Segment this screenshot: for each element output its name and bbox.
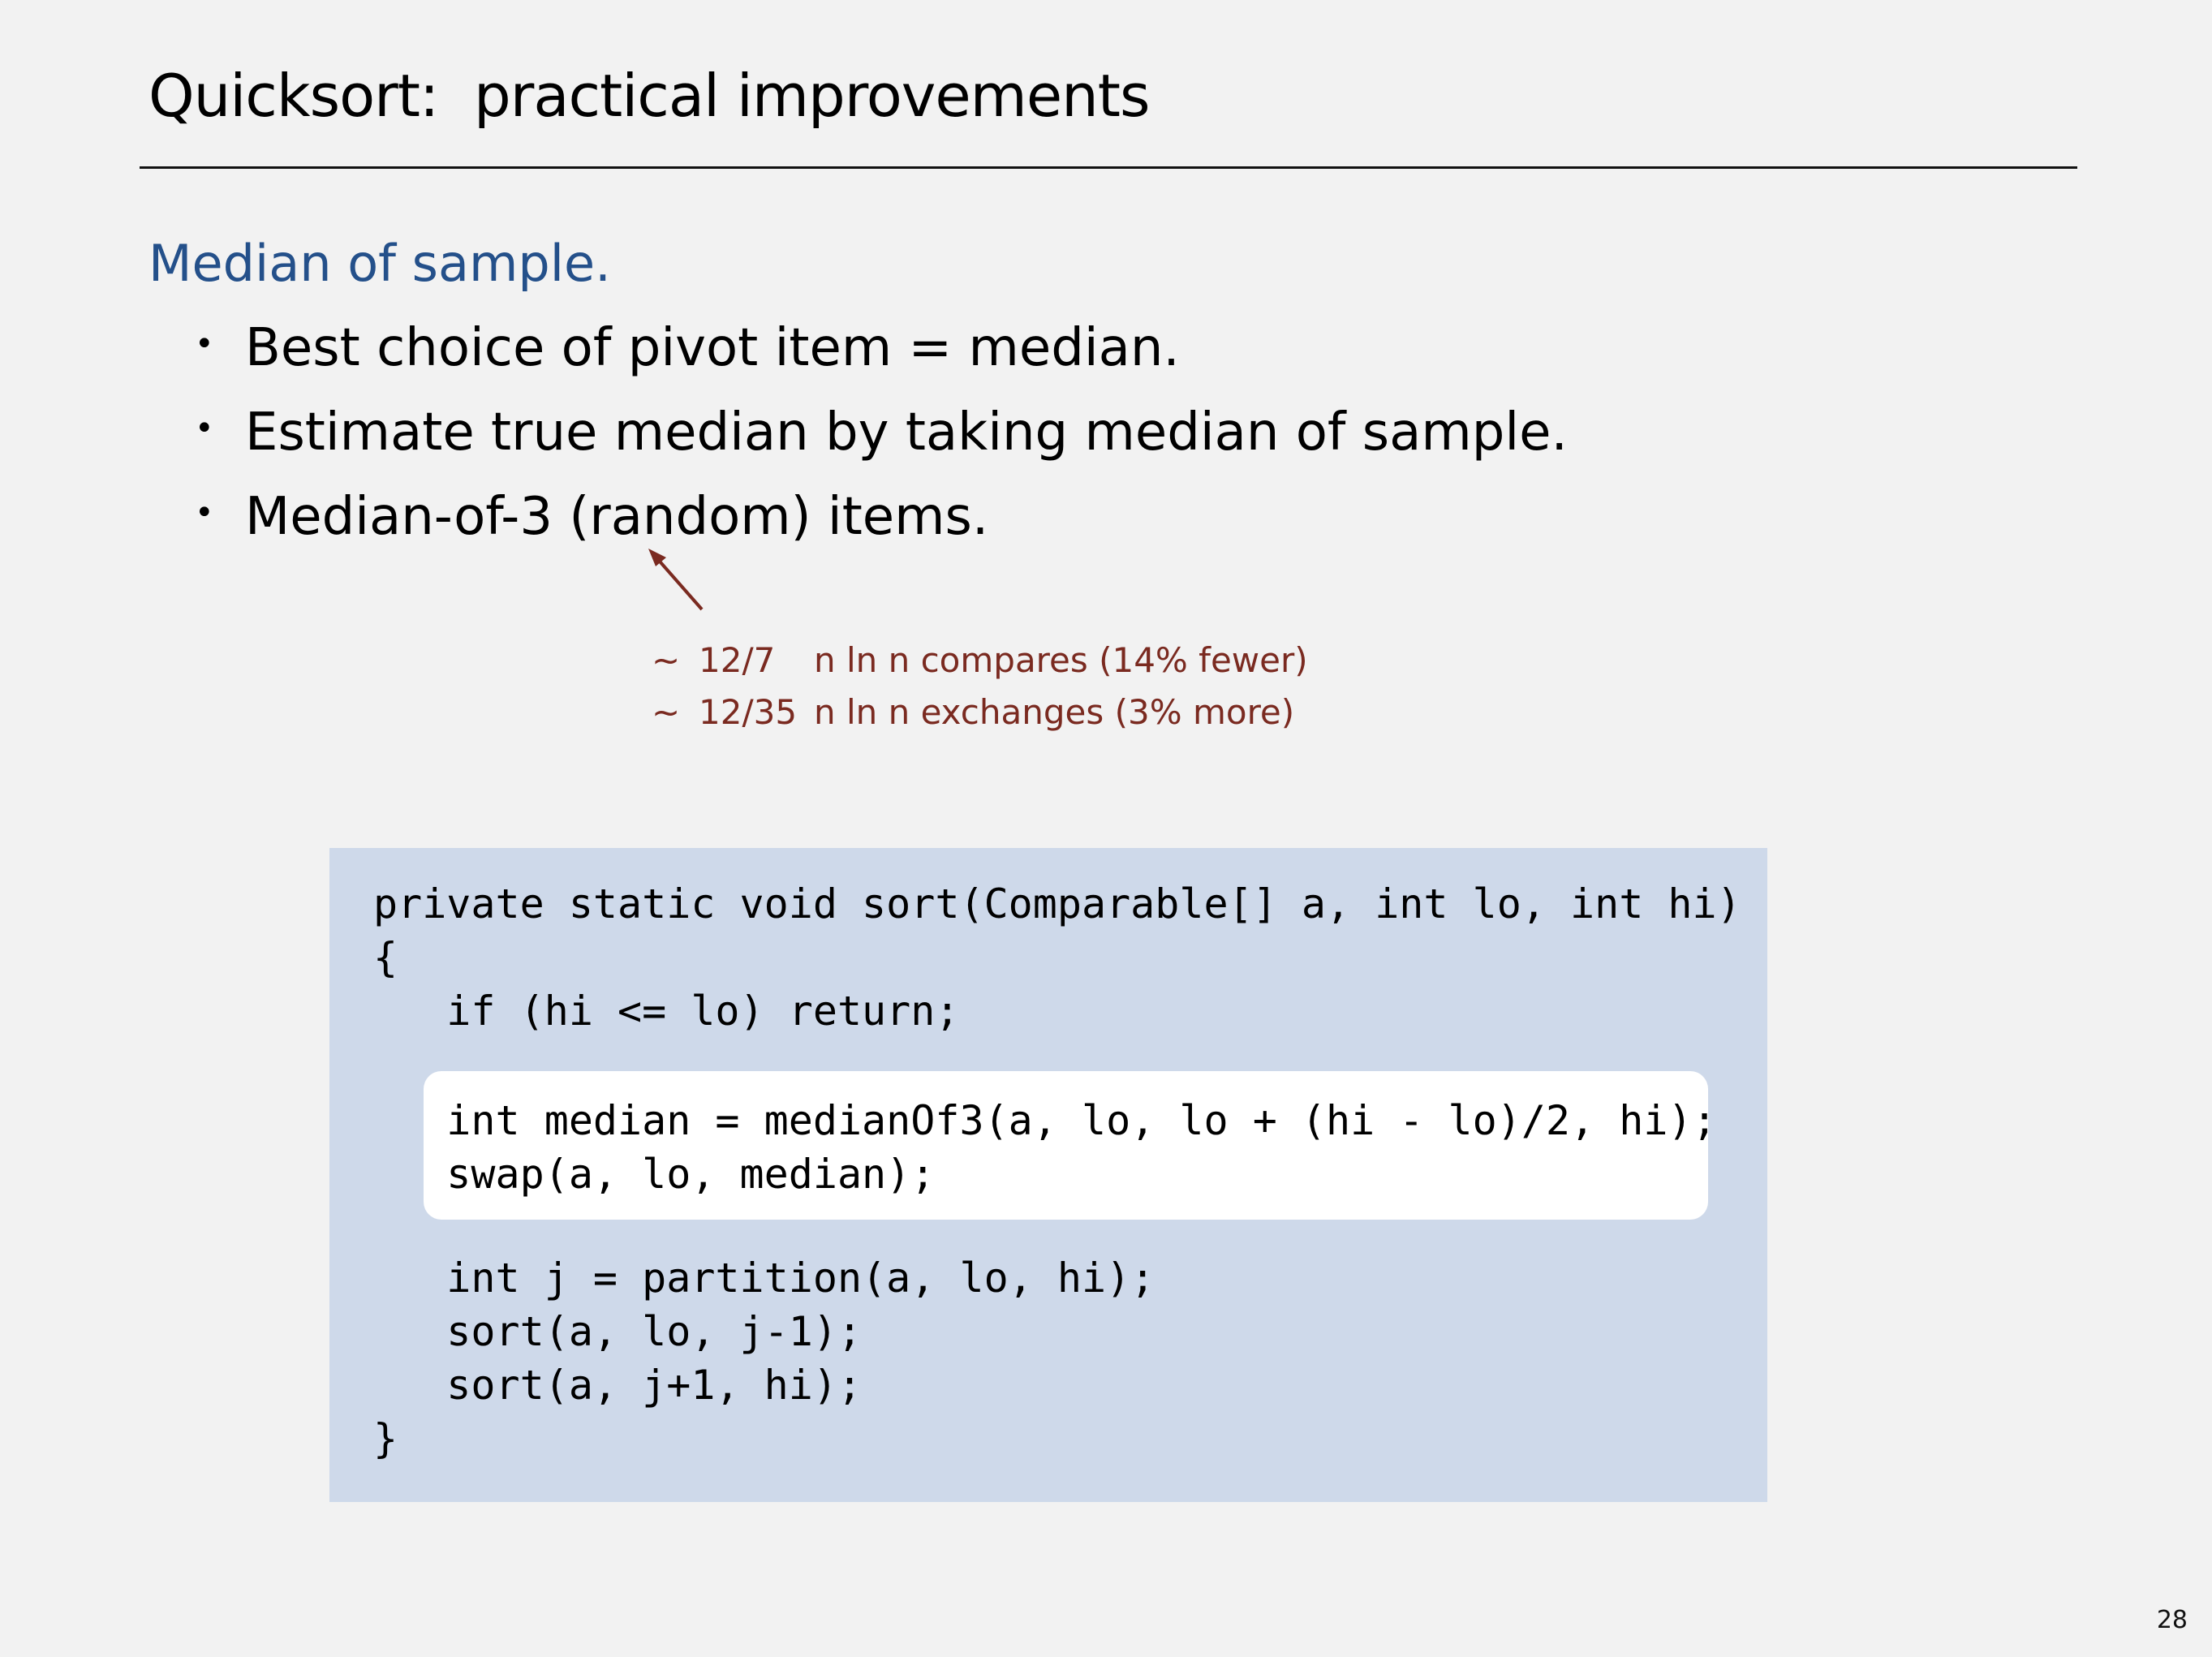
bullet-text: Median-of-3 (random) items.	[245, 487, 989, 547]
code-line: sort(a, j+1, hi);	[373, 1362, 863, 1409]
bullet-marker: •	[195, 410, 214, 448]
bullet-marker: •	[195, 494, 214, 532]
annotation-exchanges: ~12/35 n ln n exchanges (3% more)	[652, 686, 1308, 738]
code-line: int median = medianOf3(a, lo, lo + (hi -…	[373, 1097, 1717, 1144]
code-line: {	[373, 934, 398, 981]
annotation-text: n ln n exchanges (3% more)	[814, 692, 1295, 732]
bullet-item: • Estimate true median by taking median o…	[195, 402, 1568, 463]
code-line: }	[373, 1415, 398, 1462]
cost-annotations: ~12/7 n ln n compares (14% fewer) ~12/35 n…	[652, 635, 1308, 738]
bullet-item: • Best choice of pivot item = median.	[195, 318, 1180, 378]
code-highlight-box	[424, 1071, 1708, 1220]
code-line: private static void sort(Comparable[] a,…	[373, 880, 1741, 927]
annotation-compares: ~12/7 n ln n compares (14% fewer)	[652, 635, 1308, 686]
page-number: 28	[2156, 1606, 2188, 1634]
bullet-text: Estimate true median by taking median of…	[245, 402, 1568, 463]
title-divider	[140, 166, 2077, 169]
arrow-icon	[648, 549, 704, 611]
tilde-symbol: ~	[652, 692, 681, 732]
code-line: if (hi <= lo) return;	[373, 988, 960, 1035]
annotation-text: n ln n compares (14% fewer)	[814, 640, 1308, 680]
bullet-item: • Median-of-3 (random) items.	[195, 487, 988, 547]
bullet-text: Best choice of pivot item = median.	[245, 318, 1180, 378]
code-line: swap(a, lo, median);	[373, 1151, 936, 1198]
bullet-marker: •	[195, 325, 214, 364]
annotation-coefficient: 12/35	[699, 692, 798, 732]
code-line: int j = partition(a, lo, hi);	[373, 1255, 1155, 1302]
tilde-symbol: ~	[652, 640, 681, 680]
annotation-coefficient: 12/7	[699, 640, 776, 680]
code-line: sort(a, lo, j-1);	[373, 1308, 863, 1355]
section-heading: Median of sample.	[148, 234, 611, 293]
slide-title: Quicksort: practical improvements	[148, 62, 1150, 130]
